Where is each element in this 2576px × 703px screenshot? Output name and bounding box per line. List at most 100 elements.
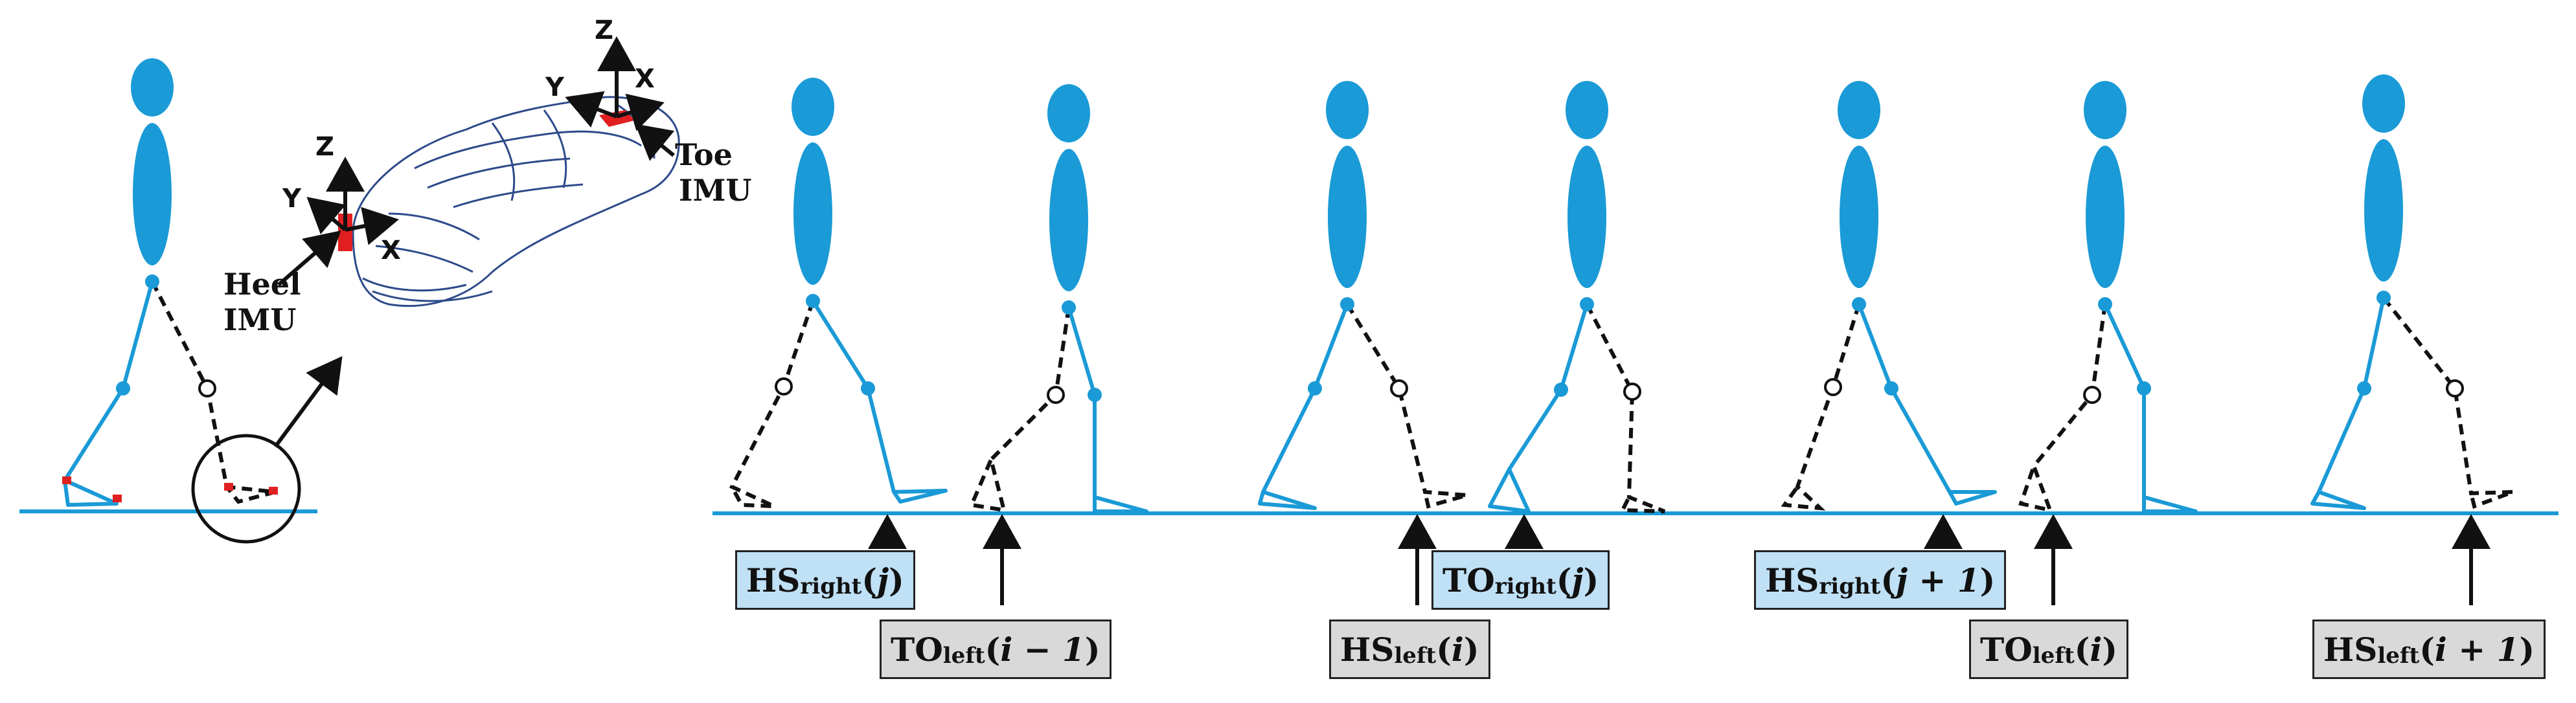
dashed-leg <box>2018 304 2107 513</box>
head-shape <box>2084 81 2126 139</box>
walking-figure <box>2310 74 2514 510</box>
solid-leg <box>63 281 154 507</box>
event-type: HS <box>746 561 801 599</box>
imu-marker <box>113 495 122 502</box>
walking-figure <box>729 78 948 508</box>
shoe-sketch <box>352 96 680 307</box>
hip-joint <box>145 274 159 289</box>
walking-figure <box>1781 81 1997 511</box>
head-shape <box>1047 84 1090 142</box>
solid-leg <box>1067 307 1148 513</box>
heel-imu-arrow <box>277 230 341 287</box>
event-side: left <box>2032 643 2075 669</box>
event-index: i <box>1451 630 1464 669</box>
torso-shape <box>2364 139 2403 282</box>
torso-shape <box>1840 146 1878 288</box>
torso-shape <box>1049 149 1088 291</box>
dashed-knee <box>2083 386 2101 404</box>
toe-z-label: Z <box>595 16 613 45</box>
dashed-knee <box>1623 383 1641 401</box>
solid-leg <box>1258 303 1349 510</box>
torso-shape <box>793 142 832 285</box>
event-side: left <box>1394 643 1437 669</box>
event-type: HS <box>1340 630 1395 669</box>
head-shape <box>1566 81 1608 139</box>
heel-imu-label-2: IMU <box>223 302 297 337</box>
torso-shape <box>1567 146 1606 288</box>
solid-leg <box>1857 303 1997 506</box>
heel-y-axis <box>306 197 347 234</box>
solid-leg <box>1488 304 1589 513</box>
heel-z-label: Z <box>315 132 334 162</box>
solid-knee <box>1884 381 1898 396</box>
dashed-leg <box>1345 303 1468 509</box>
zoom-circle <box>191 434 301 544</box>
dashed-leg <box>150 280 276 504</box>
event-index: i <box>2090 630 2103 669</box>
event-index: j + 1 <box>1896 561 1980 599</box>
torso-shape <box>133 123 172 265</box>
imu-marker <box>269 487 278 495</box>
event-index: j <box>877 561 889 599</box>
solid-knee <box>1554 383 1568 397</box>
event-index: i − 1 <box>1000 630 1085 669</box>
dashed-leg <box>968 307 1071 513</box>
toe-y-axis <box>565 91 618 128</box>
dashed-knee <box>1047 386 1065 404</box>
walking-figure <box>968 84 1148 513</box>
toe-imu-label-2: IMU <box>679 173 752 208</box>
event-type: HS <box>2323 630 2378 669</box>
event-type: TO <box>891 630 943 669</box>
toe-x-label: X <box>635 64 655 94</box>
heel-x-label: X <box>381 236 401 265</box>
event-type: TO <box>1980 630 2033 669</box>
hip-joint <box>1580 297 1594 311</box>
event-side: left <box>942 643 985 669</box>
toe-imu-arrow <box>635 124 675 161</box>
dashed-knee <box>2446 379 2464 397</box>
event-index: i + 1 <box>2434 630 2520 669</box>
zoom-arrow <box>273 356 343 448</box>
dashed-knee <box>1824 378 1842 396</box>
solid-knee <box>861 381 875 396</box>
solid-leg <box>811 300 948 504</box>
walking-figure <box>62 58 278 507</box>
torso-shape <box>1328 146 1367 288</box>
solid-knee <box>1088 388 1102 402</box>
event-side: right <box>1494 574 1556 599</box>
dashed-knee <box>775 377 793 396</box>
head-shape <box>131 58 174 117</box>
dashed-leg <box>1585 303 1666 513</box>
toe-y-label: Y <box>545 73 565 102</box>
dashed-knee <box>198 379 216 397</box>
heel-y-label: Y <box>282 184 302 214</box>
imu-marker <box>62 476 71 484</box>
hip-joint <box>1340 297 1354 311</box>
dashed-leg <box>2382 296 2514 509</box>
hip-joint <box>2377 291 2391 305</box>
event-side: left <box>2377 643 2420 669</box>
event-side: right <box>1819 574 1881 599</box>
dashed-leg <box>729 300 815 508</box>
walking-figure <box>1488 81 1666 513</box>
toe-imu-label-1: Toe <box>675 137 733 172</box>
hip-joint <box>806 294 820 308</box>
dashed-leg <box>1781 304 1861 511</box>
solid-knee <box>116 381 130 396</box>
head-shape <box>1838 81 1880 139</box>
heel-x-axis <box>345 206 399 245</box>
hip-joint <box>2098 297 2112 311</box>
solid-knee <box>2137 381 2151 396</box>
solid-leg <box>2310 297 2386 510</box>
hip-joint <box>1062 300 1076 315</box>
solid-knee <box>2357 381 2371 396</box>
walking-figure <box>2018 81 2198 513</box>
event-index: j <box>1571 561 1584 599</box>
